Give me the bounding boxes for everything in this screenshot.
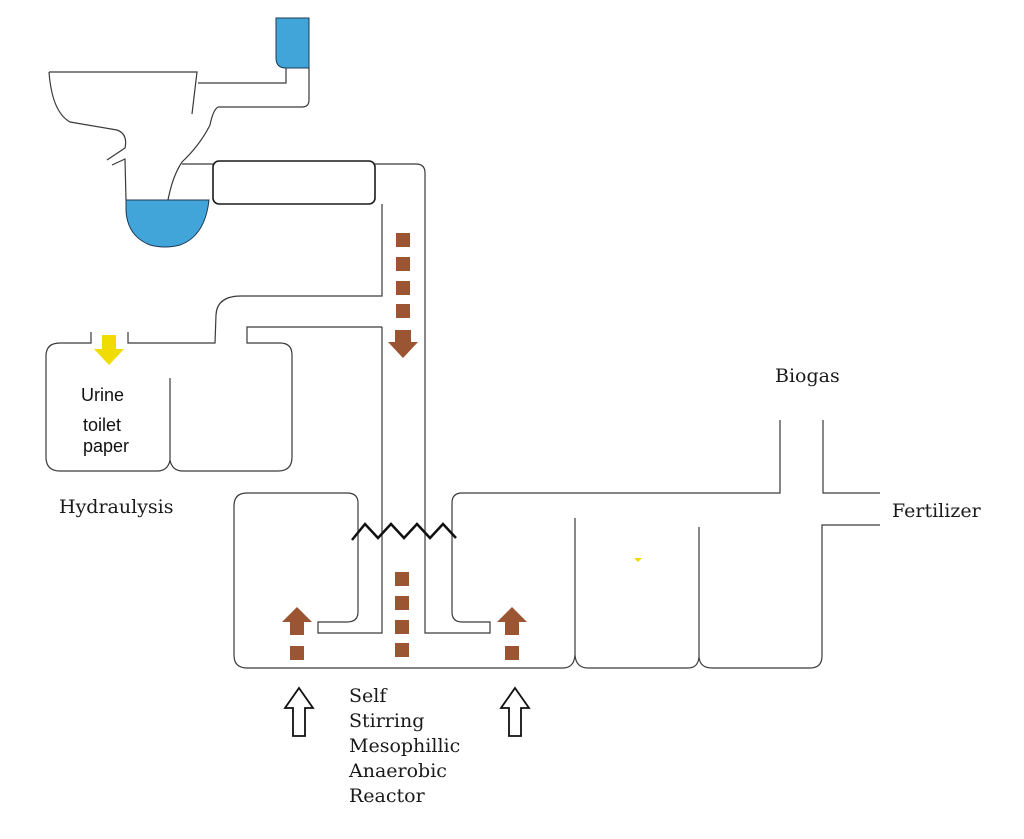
hydraulysis-label: Hydraulysis [59,496,174,518]
input-arrow-right-icon [499,686,531,737]
urine-label: Urine [81,385,125,405]
urine-arrow [94,335,124,365]
stirrer-zigzag [351,522,457,541]
reactor-label-line: Self [349,685,387,707]
waste-square [396,233,410,247]
toilet-paper-label-2: paper [83,436,130,456]
toilet-bowl [48,71,219,214]
waste-up-right [497,607,527,660]
settling-chambers [574,420,880,669]
u-trap [125,163,213,248]
fertilizer-label: Fertilizer [892,500,981,522]
waste-up-arrow [497,607,527,635]
waste-square [396,304,410,318]
waste-square [396,257,410,271]
waste-down-flow [388,233,418,358]
input-arrow-left-icon [283,686,315,737]
toilet-paper-label-1: toilet [83,415,122,435]
biogas-label: Biogas [775,365,840,387]
waste-up-arrow [282,607,312,635]
reactor-label: Self Stirring Mesophillic Anaerobic Reac… [349,684,460,809]
waste-square [395,572,409,586]
water-cistern [198,17,310,108]
reactor-label-line: Mesophillic [349,735,461,757]
reactor-label-line: Anaerobic [349,760,447,782]
waste-square [395,620,409,634]
waste-up-left [282,607,312,660]
waste-square [395,643,409,657]
waste-square [290,646,304,660]
waste-reactor-center [395,572,409,657]
reactor-label-line: Reactor [349,785,425,807]
waste-square [505,646,519,660]
separator-chamber [212,160,376,205]
yellow-marker [634,558,642,562]
waste-square [396,281,410,295]
reactor-label-line: Stirring [349,710,425,732]
waste-down-arrow [388,330,418,358]
waste-square [395,596,409,610]
down-pipe [45,163,781,669]
